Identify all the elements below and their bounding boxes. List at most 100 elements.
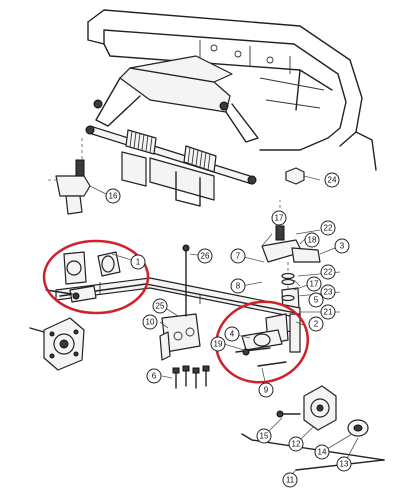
callout-16: 16 [105,188,121,204]
callout-number: 21 [324,308,333,317]
callout-4: 4 [224,326,240,342]
callout-number: 4 [230,330,235,339]
callout-circle [282,472,298,488]
callout-number: 16 [109,192,118,201]
callout-number: 11 [286,476,295,485]
callout-circle [197,248,213,264]
right-bushing-parts [235,313,301,367]
callout-circle [146,368,162,384]
callout-number: 2 [314,320,319,329]
callout-circle [224,326,240,342]
callouts: 1234567891011121314151617171819212222232… [105,172,352,488]
callout-22b: 22 [320,264,336,280]
callout-number: 10 [146,318,155,327]
callout-circle [304,232,320,248]
callout-26: 26 [197,248,213,264]
nut-24 [285,167,305,185]
callout-number: 17 [310,280,319,289]
callout-10: 10 [142,314,158,330]
callout-15: 15 [256,428,272,444]
callout-circle [105,188,121,204]
highlights [42,239,310,384]
callout-5: 5 [308,292,324,308]
callout-circle [271,210,287,226]
callout-18: 18 [304,232,320,248]
callout-circle [308,316,324,332]
left-bellows [125,129,157,155]
callout-number: 15 [260,432,269,441]
right-bellows [183,145,217,173]
callout-circle [324,172,340,188]
center-bracket [159,244,201,361]
callout-21: 21 [320,304,336,320]
callout-25: 25 [152,298,168,314]
callout-number: 3 [340,242,345,251]
washer-stack [281,272,295,302]
callout-number: 17 [275,214,284,223]
callout-number: 9 [264,386,269,395]
callout-number: 14 [318,448,327,457]
callout-6: 6 [146,368,162,384]
callout-circle [256,428,272,444]
callout-8: 8 [230,278,246,294]
callout-circle [306,276,322,292]
callout-circle [320,220,336,236]
left-hub [29,317,85,371]
callout-circle [210,336,226,352]
callout-circle [314,444,330,460]
callout-number: 8 [236,282,241,291]
callout-number: 1 [136,258,141,267]
right-bushing-highlight [214,300,310,384]
callout-circle [258,382,274,398]
callout-number: 5 [314,296,319,305]
callout-9: 9 [258,382,274,398]
callout-12: 12 [288,436,304,452]
callout-circle [308,292,324,308]
callout-number: 18 [308,236,317,245]
callout-11: 11 [282,472,298,488]
callout-number: 19 [214,340,223,349]
callout-number: 7 [236,252,241,261]
callout-circle [336,456,352,472]
callout-number: 24 [328,176,337,185]
callout-circle [230,278,246,294]
callout-number: 23 [324,288,333,297]
left-tie-rod-end [48,138,91,215]
callout-1: 1 [130,254,146,270]
callout-17a: 17 [271,210,287,226]
callout-3: 3 [334,238,350,254]
bolts [172,365,210,389]
callout-24: 24 [324,172,340,188]
callout-14: 14 [314,444,330,460]
callout-number: 25 [156,302,165,311]
left-bushing-parts [45,251,121,303]
callout-circle [230,248,246,264]
callout-circle [152,298,168,314]
callout-circle [334,238,350,254]
callout-7: 7 [230,248,246,264]
callout-number: 12 [292,440,301,449]
leader-lines [89,175,359,477]
steering-rack [85,125,257,207]
callout-number: 22 [324,268,333,277]
upper-a-arm [93,55,259,143]
right-hub [241,385,385,471]
callout-circle [130,254,146,270]
callout-circle [142,314,158,330]
left-bushing-highlight [42,239,150,315]
callout-number: 13 [340,460,349,469]
callout-23: 23 [320,284,336,300]
callout-number: 6 [152,372,157,381]
callout-17b: 17 [306,276,322,292]
callout-number: 22 [324,224,333,233]
callout-circle [320,304,336,320]
callout-circle [320,284,336,300]
callout-circle [320,264,336,280]
callout-number: 26 [201,252,210,261]
callout-circle [288,436,304,452]
callout-2: 2 [308,316,324,332]
callout-13: 13 [336,456,352,472]
callout-19: 19 [210,336,226,352]
